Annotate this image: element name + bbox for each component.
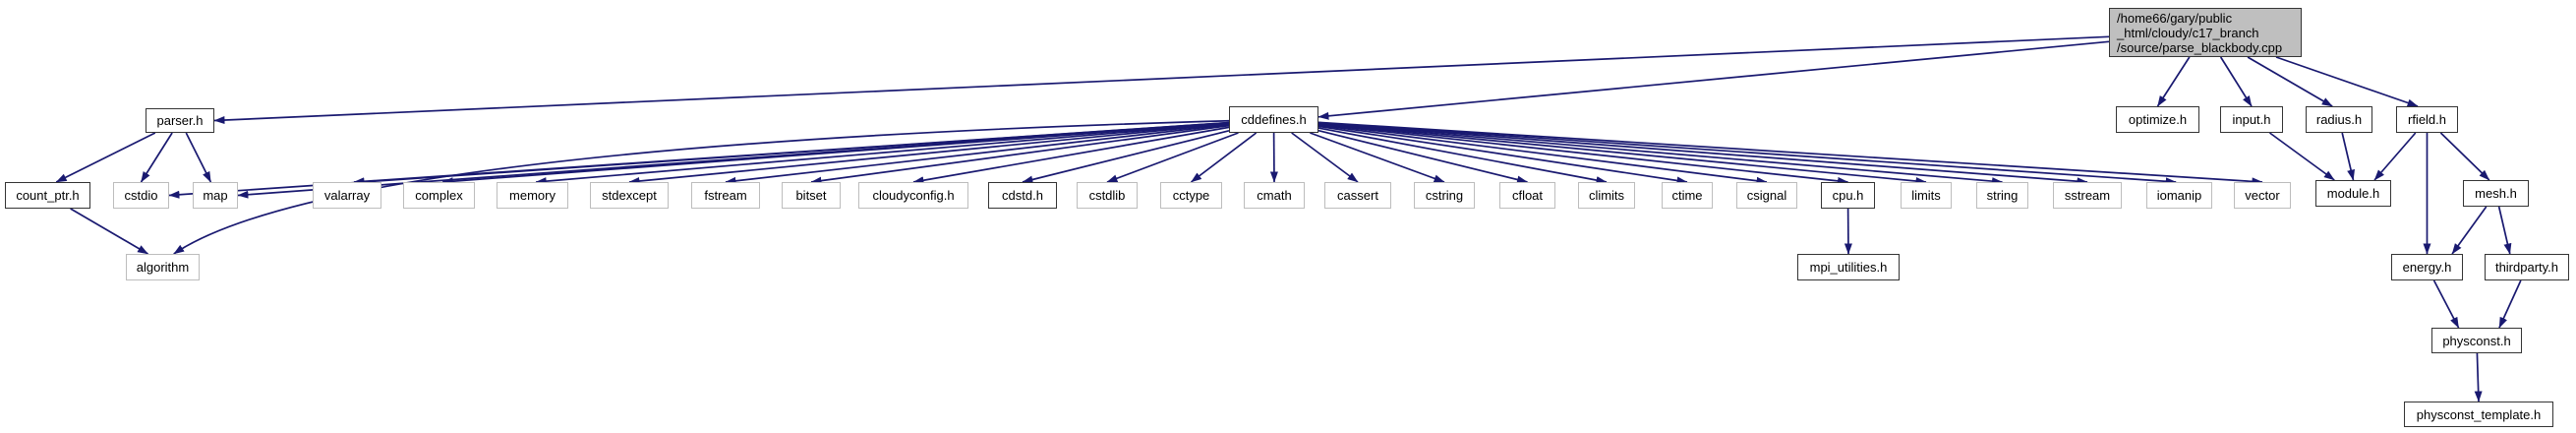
- graph-node-mesh-h[interactable]: mesh.h: [2463, 180, 2529, 207]
- edge-cddefines_h-to-cctype: [1190, 132, 1258, 183]
- edge-cddefines_h-to-cdstd_h: [1022, 129, 1230, 184]
- graph-node-stdexcept: stdexcept: [590, 182, 669, 209]
- edge-main_cpp-to-rfield_h: [2275, 56, 2419, 107]
- edge-cddefines_h-to-ctime: [1317, 125, 1688, 185]
- graph-node-main-cpp[interactable]: /home66/gary/public _html/cloudy/c17_bra…: [2109, 8, 2302, 57]
- edge-cddefines_h-to-iomanip: [1317, 121, 2177, 186]
- graph-node-algorithm: algorithm: [126, 254, 200, 280]
- edge-main_cpp-to-cddefines_h: [1317, 40, 2110, 120]
- edge-cddefines_h-to-fstream: [725, 123, 1230, 185]
- graph-node-vector: vector: [2234, 182, 2291, 209]
- graph-node-sstream: sstream: [2053, 182, 2122, 209]
- edge-cddefines_h-to-complex: [441, 122, 1230, 186]
- graph-node-cctype: cctype: [1160, 182, 1222, 209]
- edge-main_cpp-to-parser_h: [213, 35, 2110, 125]
- graph-node-cpu-h[interactable]: cpu.h: [1821, 182, 1875, 209]
- graph-node-cfloat: cfloat: [1499, 182, 1555, 209]
- edge-physconst_h-to-physconst_template_h: [2474, 352, 2483, 402]
- graph-node-cstdio: cstdio: [113, 182, 169, 209]
- edge-rfield_h-to-mesh_h: [2439, 132, 2490, 181]
- graph-node-physconst-template-h[interactable]: physconst_template.h: [2404, 402, 2553, 427]
- graph-node-optimize-h[interactable]: optimize.h: [2116, 106, 2199, 133]
- graph-node-cstdlib: cstdlib: [1077, 182, 1138, 209]
- edge-parser_h-to-cstdio: [140, 132, 173, 183]
- graph-node-bitset: bitset: [782, 182, 841, 209]
- edge-cddefines_h-to-valarray: [353, 121, 1230, 186]
- graph-node-count-ptr-h[interactable]: count_ptr.h: [5, 182, 90, 209]
- graph-node-input-h[interactable]: input.h: [2220, 106, 2283, 133]
- edge-cddefines_h-to-climits: [1317, 127, 1608, 184]
- edge-cddefines_h-to-cassert: [1291, 132, 1359, 183]
- graph-node-radius-h[interactable]: radius.h: [2306, 106, 2372, 133]
- graph-node-cassert: cassert: [1324, 182, 1391, 209]
- graph-node-cddefines-h[interactable]: cddefines.h: [1229, 106, 1318, 133]
- edge-mesh_h-to-energy_h: [2451, 206, 2488, 255]
- graph-node-valarray: valarray: [313, 182, 381, 209]
- graph-node-parser-h[interactable]: parser.h: [146, 108, 214, 133]
- graph-node-cloudyconfig-h: cloudyconfig.h: [858, 182, 968, 209]
- edge-energy_h-to-physconst_h: [2432, 279, 2460, 329]
- graph-node-ctime: ctime: [1662, 182, 1713, 209]
- graph-node-memory: memory: [497, 182, 568, 209]
- graph-node-climits: climits: [1578, 182, 1635, 209]
- graph-node-string: string: [1976, 182, 2028, 209]
- graph-node-cstring: cstring: [1414, 182, 1475, 209]
- edge-mesh_h-to-thirdparty_h: [2497, 206, 2512, 255]
- edge-cddefines_h-to-cfloat: [1317, 129, 1528, 184]
- graph-node-map: map: [193, 182, 238, 209]
- edge-cddefines_h-to-cstring: [1310, 132, 1445, 183]
- edge-cddefines_h-to-limits: [1317, 123, 1927, 185]
- edge-radius_h-to-module_h: [2341, 132, 2355, 181]
- edge-main_cpp-to-optimize_h: [2156, 56, 2191, 107]
- graph-node-rfield-h[interactable]: rfield.h: [2396, 106, 2458, 133]
- graph-node-complex: complex: [403, 182, 475, 209]
- edge-cddefines_h-to-cstdlib: [1106, 132, 1239, 183]
- edge-cddefines_h-to-cloudyconfig_h: [912, 126, 1230, 185]
- edge-main_cpp-to-radius_h: [2247, 56, 2333, 107]
- edge-cddefines_h-to-memory: [535, 122, 1230, 186]
- edge-cddefines_h-to-sstream: [1317, 122, 2088, 186]
- graph-node-energy-h[interactable]: energy.h: [2391, 254, 2463, 280]
- edge-main_cpp-to-input_h: [2219, 56, 2253, 107]
- edge-parser_h-to-count_ptr_h: [55, 132, 156, 183]
- graph-node-fstream: fstream: [691, 182, 760, 209]
- edge-rfield_h-to-module_h: [2373, 132, 2417, 181]
- graph-node-limits: limits: [1901, 182, 1952, 209]
- edge-cddefines_h-to-vector: [1317, 121, 2263, 186]
- graph-node-mpi-utilities-h[interactable]: mpi_utilities.h: [1797, 254, 1900, 280]
- graph-node-iomanip: iomanip: [2146, 182, 2212, 209]
- edge-parser_h-to-map: [185, 132, 212, 183]
- edge-cddefines_h-to-stdexcept: [628, 123, 1230, 185]
- graph-node-module-h[interactable]: module.h: [2315, 180, 2391, 207]
- graph-node-csignal: csignal: [1736, 182, 1797, 209]
- edge-input_h-to-module_h: [2268, 132, 2335, 181]
- graph-node-cdstd-h[interactable]: cdstd.h: [988, 182, 1057, 209]
- graph-node-thirdparty-h[interactable]: thirdparty.h: [2485, 254, 2569, 280]
- edge-cddefines_h-to-bitset: [810, 124, 1230, 185]
- edge-cddefines_h-to-string: [1317, 122, 2003, 186]
- edge-count_ptr_h-to-algorithm: [70, 208, 148, 255]
- edge-cddefines_h-to-algorithm: [173, 119, 1230, 255]
- edge-thirdparty_h-to-physconst_h: [2498, 279, 2522, 329]
- edge-cddefines_h-to-csignal: [1317, 124, 1768, 185]
- graph-node-cmath: cmath: [1244, 182, 1305, 209]
- edge-cddefines_h-to-cpu_h: [1317, 123, 1848, 185]
- graph-node-physconst-h[interactable]: physconst.h: [2431, 328, 2522, 353]
